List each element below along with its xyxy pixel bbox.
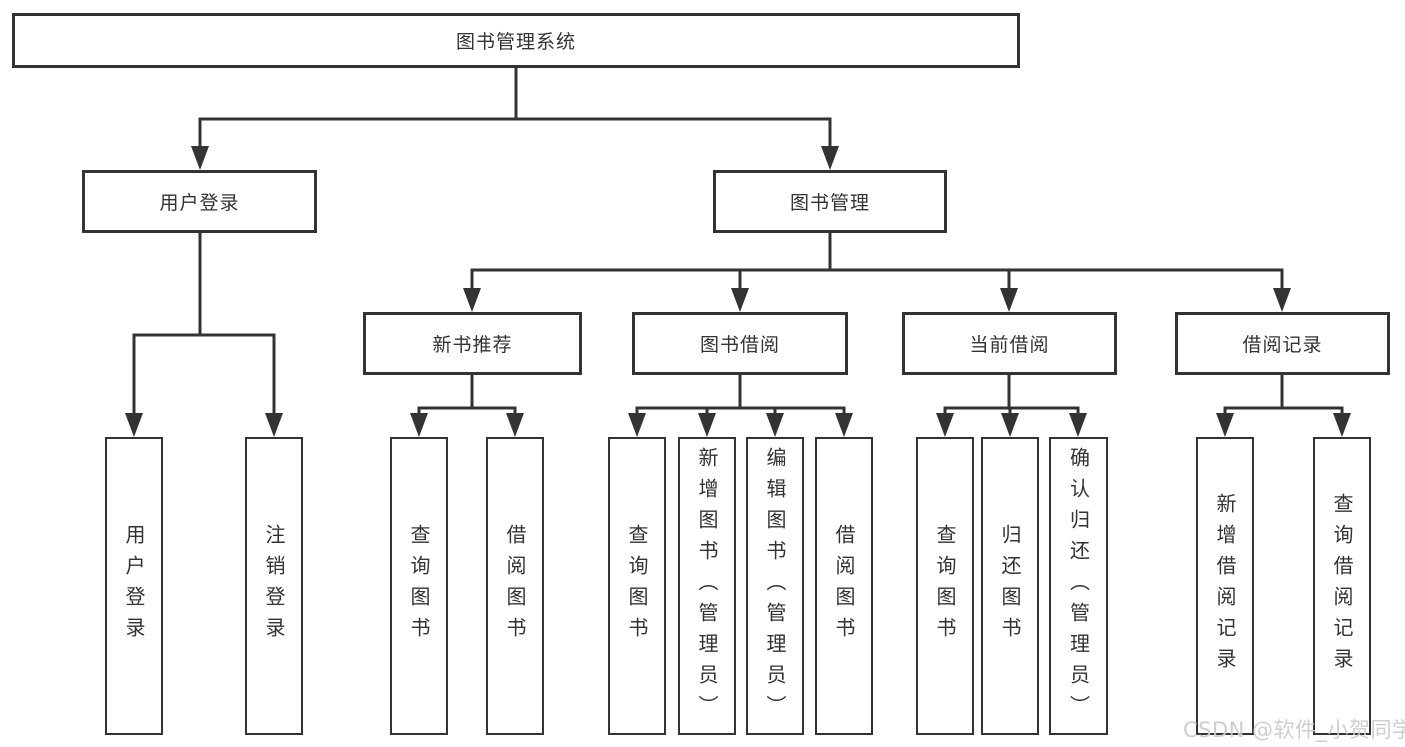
leaf-borrow-books: 借阅图书: [815, 437, 873, 735]
leaf-query-borrow-record: 查询借阅记录: [1313, 437, 1371, 735]
leaf-logout-label: 注销登录: [262, 524, 286, 648]
node-borrowing-records-label: 借阅记录: [1242, 334, 1323, 356]
leaf-add-book-admin: 新增图书（管理员）: [678, 437, 736, 735]
leaf-user-login-label: 用户登录: [122, 524, 146, 648]
leaf-borrow-books-recommend-label: 借阅图书: [503, 524, 527, 648]
node-book-management: 图书管理: [713, 170, 947, 233]
node-current-borrowing: 当前借阅: [902, 312, 1117, 375]
leaf-return-book: 归还图书: [981, 437, 1039, 735]
node-book-borrowing-label: 图书借阅: [699, 334, 780, 356]
node-user-login-label: 用户登录: [159, 192, 240, 214]
leaf-query-books-recommend: 查询图书: [390, 437, 448, 735]
leaf-query-borrow-record-label: 查询借阅记录: [1330, 493, 1354, 679]
node-current-borrowing-label: 当前借阅: [969, 334, 1050, 356]
leaf-user-login: 用户登录: [105, 437, 163, 735]
leaf-confirm-return-admin: 确认归还（管理员）: [1049, 437, 1108, 735]
leaf-confirm-return-admin-label: 确认归还（管理员）: [1066, 446, 1091, 726]
leaf-add-book-admin-label: 新增图书（管理员）: [695, 446, 719, 726]
leaf-query-books-borrowing-label: 查询图书: [625, 524, 649, 648]
leaf-borrow-books-recommend: 借阅图书: [486, 437, 544, 735]
node-new-book-recommend-label: 新书推荐: [432, 334, 513, 356]
leaf-query-books-current: 查询图书: [916, 437, 974, 735]
node-new-book-recommend: 新书推荐: [363, 312, 582, 375]
leaf-query-books-borrowing: 查询图书: [608, 437, 666, 735]
node-book-borrowing: 图书借阅: [632, 312, 848, 375]
node-library-management-system: 图书管理系统: [12, 13, 1020, 68]
leaf-return-book-label: 归还图书: [998, 524, 1022, 648]
leaf-logout: 注销登录: [245, 437, 303, 735]
node-borrowing-records: 借阅记录: [1175, 312, 1390, 375]
leaf-edit-book-admin: 编辑图书（管理员）: [746, 437, 804, 735]
node-library-management-system-label: 图书管理系统: [455, 31, 576, 53]
leaf-query-books-current-label: 查询图书: [933, 524, 957, 648]
leaf-add-borrow-record-label: 新增借阅记录: [1213, 493, 1237, 679]
leaf-edit-book-admin-label: 编辑图书（管理员）: [763, 446, 787, 726]
leaf-add-borrow-record: 新增借阅记录: [1196, 437, 1254, 735]
node-user-login: 用户登录: [82, 170, 317, 233]
leaf-borrow-books-label: 借阅图书: [832, 524, 856, 648]
leaf-query-books-recommend-label: 查询图书: [407, 524, 431, 648]
csdn-watermark: CSDN @软件_小贺同学: [1183, 718, 1405, 742]
node-book-management-label: 图书管理: [789, 192, 870, 214]
